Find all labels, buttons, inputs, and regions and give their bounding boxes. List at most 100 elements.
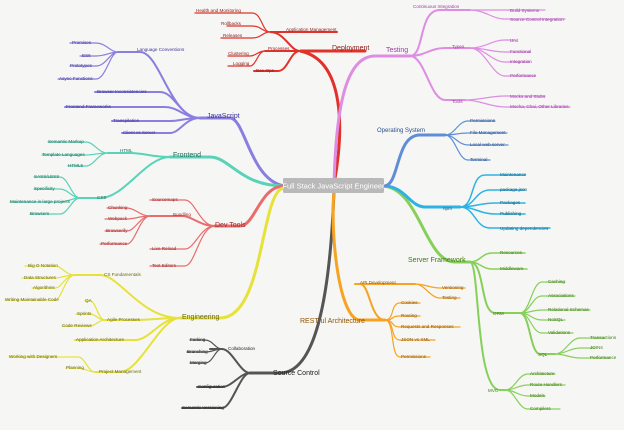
node-integration: Integration bbox=[510, 59, 532, 64]
connector-testing-api bbox=[414, 283, 461, 299]
node-editors: Text Editors bbox=[152, 263, 177, 268]
branch-engineering: Engineering CS Fundamentals Big O Notati… bbox=[5, 263, 219, 374]
node-processes: Processes bbox=[268, 46, 290, 51]
node-validations: Validations bbox=[548, 330, 571, 335]
node-api: API Development bbox=[360, 280, 396, 285]
connector-devops bbox=[253, 50, 301, 72]
connector-performance bbox=[469, 47, 536, 77]
branch-javascript: JavaScript Language Conventions Promises… bbox=[59, 40, 240, 135]
node-conventions: Language Conventions bbox=[137, 47, 185, 52]
node-performance-sql: Performance bbox=[590, 355, 617, 360]
node-bigo: Big O Notation bbox=[28, 263, 58, 268]
node-compilers: Compilers bbox=[530, 406, 551, 411]
node-updating: Updating dependencies bbox=[500, 226, 549, 231]
node-maintenance-npm: Maintenance bbox=[500, 172, 527, 177]
node-joins: JOINs bbox=[590, 345, 603, 350]
node-relational: Relational Schemas bbox=[548, 307, 590, 312]
node-specificity: Specificity bbox=[34, 186, 55, 191]
connector-editors bbox=[149, 225, 216, 267]
connector-planning bbox=[65, 367, 96, 373]
connector-releases bbox=[220, 31, 271, 39]
node-chunking: Chunking bbox=[108, 205, 128, 210]
node-bundling: Bundling bbox=[173, 212, 191, 217]
connector-javascript bbox=[198, 116, 286, 188]
branch-source-control: Source Control Collaboration Forking Bra… bbox=[182, 337, 320, 410]
node-permissions-api: Permissions bbox=[401, 354, 427, 359]
node-unit: Unit bbox=[510, 38, 519, 43]
node-engineering: Engineering bbox=[182, 314, 219, 321]
connector-os bbox=[382, 133, 447, 188]
connector-server bbox=[382, 184, 472, 264]
node-transpilation: Transpilation bbox=[113, 118, 140, 123]
branch-deployment: Deployment Application Management Health… bbox=[196, 8, 369, 73]
node-browsers: Browsers bbox=[30, 211, 50, 216]
node-forking: Forking bbox=[190, 337, 206, 342]
node-prototypes: Prototypes bbox=[70, 63, 93, 68]
node-routing: Routing bbox=[401, 313, 417, 318]
node-maintainable: Writing Maintainable Code bbox=[5, 297, 59, 302]
node-functional: Functional bbox=[510, 49, 531, 54]
node-types: Types bbox=[452, 44, 465, 49]
node-mocks: Mocks and Stubs bbox=[510, 94, 546, 99]
connector-pm bbox=[94, 317, 181, 373]
node-merging: Merging bbox=[190, 360, 207, 365]
node-devtools: Dev Tools bbox=[215, 222, 246, 229]
connector-frontend bbox=[168, 155, 286, 188]
connector-testing bbox=[332, 54, 412, 186]
root-node-label: Full Stack JavaScript Engineer bbox=[282, 182, 385, 191]
node-css: CSS bbox=[97, 195, 106, 200]
node-reqres: Requests and Responses bbox=[401, 324, 454, 329]
node-es6: ES6 bbox=[82, 53, 91, 58]
branch-npm: npm Maintenance package.json Packages Pu… bbox=[443, 172, 549, 231]
node-structures: Data Structures bbox=[24, 275, 57, 280]
node-mvc: MVC bbox=[488, 388, 499, 393]
connector-ci bbox=[409, 9, 471, 57]
node-server: Server Framework bbox=[408, 257, 466, 264]
node-source-control: Source Control bbox=[273, 370, 320, 377]
branch-restful: RESTful Architecture API Development Ver… bbox=[300, 280, 464, 359]
node-resources: Resources bbox=[500, 250, 523, 255]
connector-orm bbox=[469, 261, 521, 314]
node-packages: Packages bbox=[500, 200, 521, 205]
node-planning: Planning bbox=[66, 365, 84, 370]
node-nosql: NoSQL bbox=[548, 317, 564, 322]
node-scm: Source Control Integration bbox=[510, 17, 564, 22]
branch-server: Server Framework Resources Middleware OR… bbox=[408, 250, 617, 411]
connector-joins bbox=[554, 347, 596, 355]
connector-scm bbox=[469, 9, 566, 20]
node-sql: SQL bbox=[538, 352, 548, 357]
connector-terminal bbox=[444, 134, 491, 161]
node-client: Client vs Server bbox=[123, 130, 156, 135]
node-orm: ORM bbox=[493, 311, 504, 316]
connector-perf-sql bbox=[554, 353, 611, 359]
node-versioning-api: Versioning bbox=[442, 285, 464, 290]
node-releases: Releases bbox=[223, 33, 243, 38]
node-performance-dt: Performance bbox=[101, 241, 128, 246]
connector-conventions bbox=[117, 51, 201, 119]
node-pm: Project Management bbox=[99, 369, 142, 374]
connector-browsers bbox=[29, 197, 81, 215]
node-permissions-os: Permissions bbox=[470, 118, 496, 123]
node-cookies: Cookies bbox=[401, 300, 418, 305]
connector-html5 bbox=[67, 152, 109, 167]
branch-devtools: Dev Tools Sourcemaps Bundling Chunking W… bbox=[101, 197, 246, 268]
connector-maintainable bbox=[4, 274, 76, 301]
node-javascript: JavaScript bbox=[207, 113, 240, 120]
connector-updating bbox=[459, 206, 551, 229]
node-json: JSON vs XML bbox=[401, 337, 430, 342]
node-terminal: Terminal bbox=[470, 157, 487, 162]
connector-cs bbox=[74, 274, 181, 319]
node-qa: QA bbox=[85, 298, 93, 303]
connector-css bbox=[79, 156, 171, 199]
node-agile: Agile Processes bbox=[107, 317, 141, 322]
node-branching: Branching bbox=[187, 349, 208, 354]
connector-mvc bbox=[469, 261, 506, 391]
node-deployment: Deployment bbox=[332, 45, 369, 52]
connector-unit bbox=[469, 39, 516, 49]
node-transactions: Transactions bbox=[590, 335, 617, 340]
node-npm: npm bbox=[443, 206, 452, 211]
node-templates: Template Languages bbox=[42, 152, 85, 157]
connector-logging bbox=[227, 50, 266, 67]
node-route-handlers: Route Handlers bbox=[530, 382, 563, 387]
